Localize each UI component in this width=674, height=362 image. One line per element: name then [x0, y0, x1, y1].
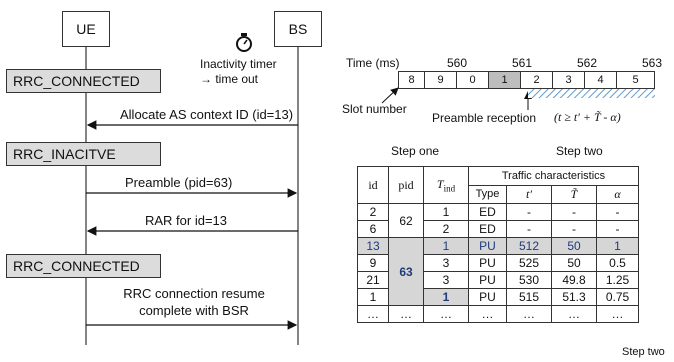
time-tick-561: 561 [512, 56, 533, 70]
table-row-highlighted: 13 63 1 PU 512 50 1 [357, 237, 639, 306]
time-axis-label: Time (ms) [346, 56, 400, 70]
timeout-label: → time out [200, 72, 259, 86]
table-row: 6 2 ED - - - [357, 220, 639, 238]
table-row: 2 62 1 ED - - - [357, 203, 639, 238]
step-two-label: Step two [556, 144, 603, 158]
resume-message-line2: complete with BSR [139, 303, 249, 318]
reception-condition: (t ≥ t′ + T̃ - α) [554, 110, 621, 124]
rar-message: RAR for id=13 [145, 213, 228, 228]
header-t-prime: t′ [506, 184, 552, 204]
state-rrc-connected-1: RRC_CONNECTED [6, 69, 161, 93]
slot-cell: 5 [616, 71, 655, 89]
header-id: id [357, 166, 389, 204]
table-row: … … … … … … … [357, 305, 639, 323]
ue-entity: UE [62, 11, 110, 47]
table-row: 1 1 PU 515 51.3 0.75 [357, 288, 639, 306]
time-tick-563: 563 [642, 56, 663, 70]
resume-message-line1: RRC connection resume [123, 286, 265, 301]
slot-cell-highlighted: 1 [488, 71, 521, 89]
stopwatch-icon [236, 33, 252, 52]
slot-cell: 0 [456, 71, 489, 89]
context-table: id pid Tind Traffic characteristics Type… [357, 166, 639, 323]
header-pid: pid [388, 166, 424, 204]
time-tick-562: 562 [577, 56, 598, 70]
slot-cell: 8 [398, 71, 425, 89]
header-type: Type [468, 184, 507, 204]
header-traffic-characteristics: Traffic characteristics [468, 166, 639, 186]
header-alpha: α [596, 184, 639, 204]
header-t-tilde: T̃ [551, 184, 597, 204]
bs-entity: BS [274, 11, 322, 47]
slot-cell: 4 [584, 71, 617, 89]
allocate-message: Allocate AS context ID (id=13) [120, 107, 294, 122]
state-rrc-connected-2: RRC_CONNECTED [6, 254, 161, 278]
slot-cell: 3 [552, 71, 585, 89]
preamble-message: Preamble (pid=63) [125, 175, 233, 190]
slot-cell: 9 [424, 71, 457, 89]
slot-number-pointer [381, 87, 399, 104]
pid-group-62: 62 [388, 203, 424, 238]
table-row: 9 3 PU 525 50 0.5 [357, 254, 639, 272]
step-one-label: Step one [391, 144, 440, 158]
inactivity-timer-label: Inactivity timer [200, 57, 277, 71]
slot-cell: 2 [520, 71, 553, 89]
table-row: 21 3 PU 530 49.8 1.25 [357, 271, 639, 289]
slot-number-label: Slot number [342, 102, 407, 116]
step-two-bottom-label: Step two [622, 346, 665, 358]
state-rrc-inactive: RRC_INACITVE [6, 142, 161, 166]
reception-window-hatch [528, 89, 655, 98]
time-tick-560: 560 [447, 56, 468, 70]
pid-group-63: 63 [388, 237, 424, 306]
header-tind: Tind [423, 166, 469, 204]
preamble-reception-label: Preamble reception [432, 111, 537, 125]
